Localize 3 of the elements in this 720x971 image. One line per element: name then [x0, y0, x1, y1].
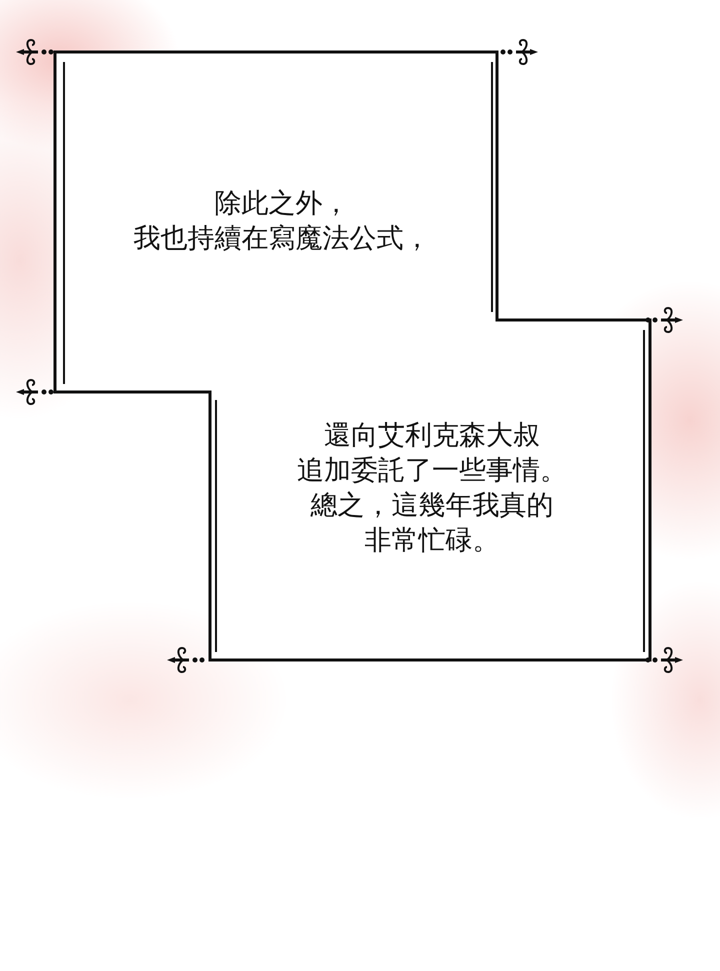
- narration-text: 除此之外，我也持續在寫魔法公式，: [132, 187, 432, 256]
- panel-frame: [52, 48, 654, 664]
- narration-text: 還向艾利克森大叔追加委託了一些事情。總之，這幾年我真的非常忙碌。: [296, 419, 568, 558]
